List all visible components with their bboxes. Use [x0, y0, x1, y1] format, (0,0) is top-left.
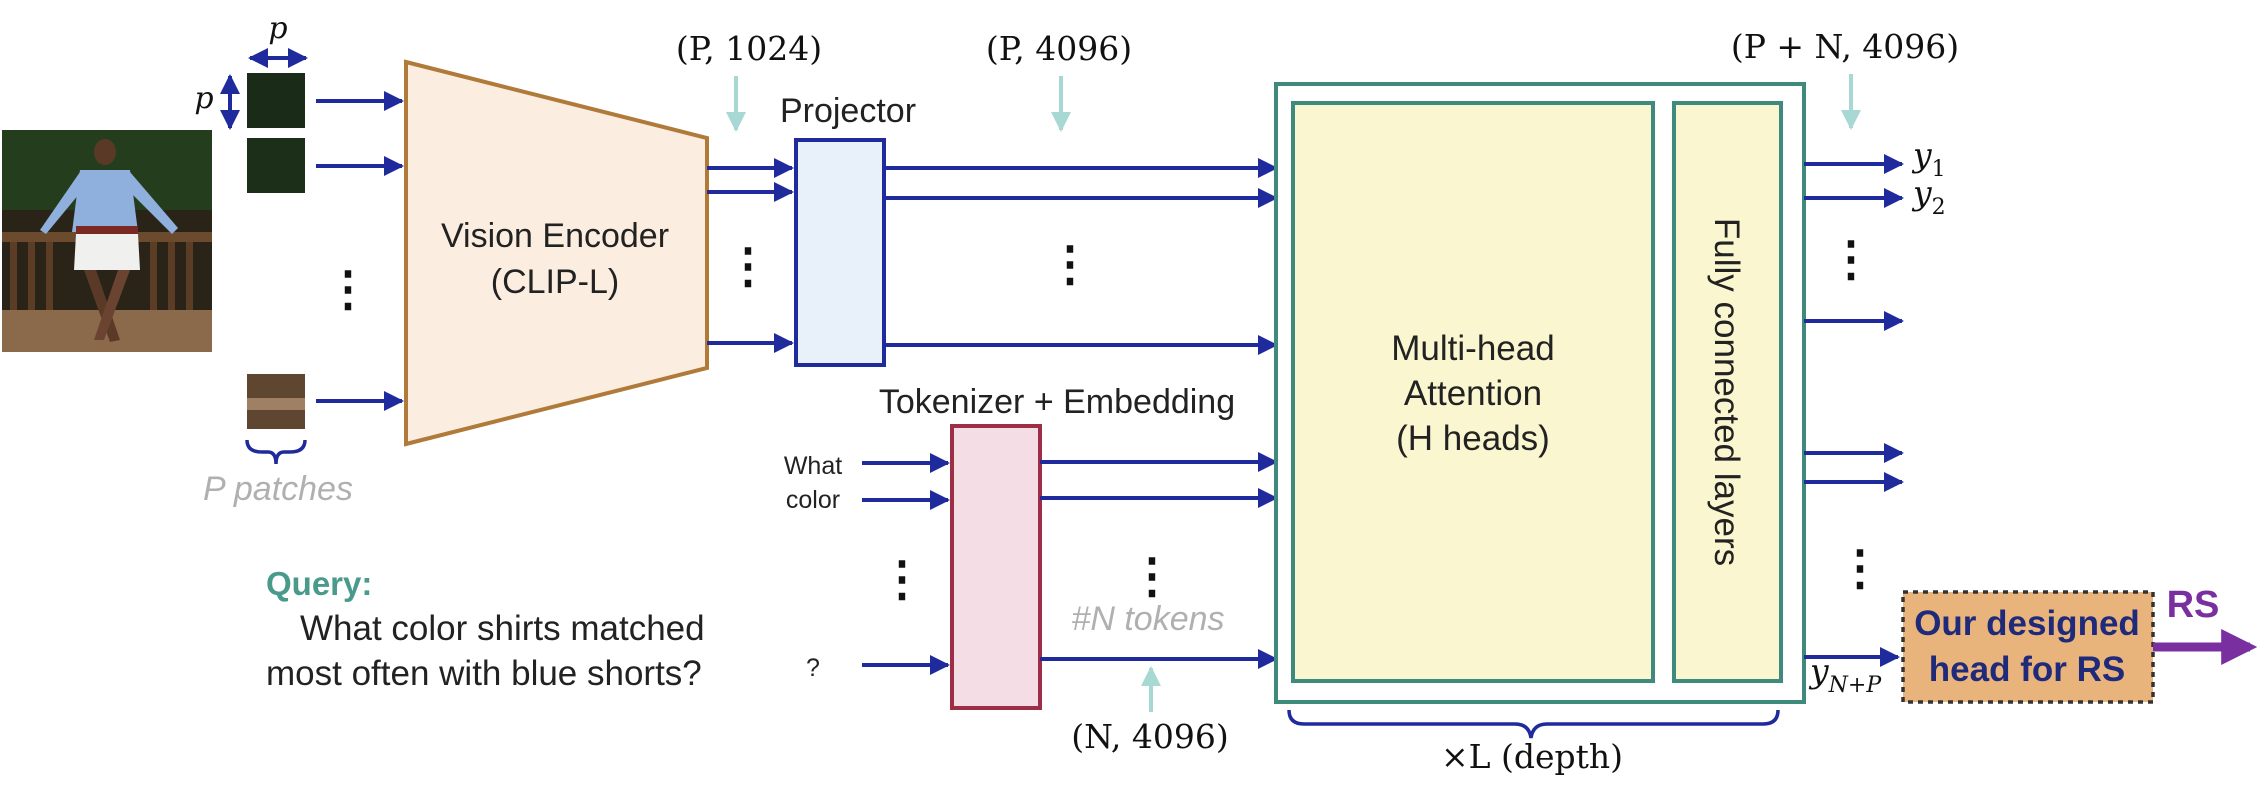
- token-what: What: [784, 452, 842, 480]
- attention-line-2: Attention: [1404, 374, 1542, 413]
- patch-ellipsis: ⋮: [324, 263, 372, 316]
- tokenizer-block: [950, 424, 1042, 710]
- vision-encoder-title: Vision Encoder: [441, 217, 669, 255]
- encoder-to-projector-arrows: [707, 158, 794, 353]
- rs-label: RS: [2167, 584, 2220, 626]
- vision-encoder-subtitle: (CLIP-L): [491, 263, 619, 301]
- image-patch-1: [247, 73, 305, 128]
- patch-size-v-label: p: [194, 81, 213, 116]
- projector-block: [794, 138, 886, 367]
- tokenizer-to-llm-arrows: [1040, 452, 1278, 669]
- image-patch-2: [247, 138, 305, 193]
- dim-n-4096-label: (N, 4096): [1071, 717, 1228, 756]
- output-ellipsis-upper: ⋮: [1827, 233, 1875, 286]
- token-ellipsis: ⋮: [878, 553, 926, 606]
- dim-p-1024-label: (P, 1024): [676, 29, 822, 68]
- rs-head-line-2: head for RS: [1929, 650, 2125, 689]
- p-patches-label: P patches: [203, 470, 353, 508]
- projector-to-llm-arrows: [884, 158, 1278, 355]
- output-y2-label: y2: [1911, 173, 1946, 220]
- query-label: Query:: [266, 565, 372, 602]
- attention-line-3: (H heads): [1396, 419, 1550, 458]
- patch-size-h-label: p: [268, 11, 287, 46]
- patches-brace: [245, 439, 307, 465]
- rs-head-block: [1901, 590, 2155, 704]
- n-tokens-label: #N tokens: [1071, 600, 1224, 638]
- output-y1-label: y1: [1911, 135, 1946, 182]
- query-line-2: most often with blue shorts?: [266, 654, 702, 693]
- dim-pn-4096-label: (P + N, 4096): [1731, 27, 1959, 66]
- output-ynp-label: yN+P: [1808, 651, 1882, 698]
- depth-brace: [1287, 709, 1780, 739]
- fc-layers-block: [1672, 101, 1783, 683]
- attention-line-1: Multi-head: [1391, 329, 1554, 368]
- patch-to-encoder-arrows: [316, 91, 404, 411]
- projector-output-ellipsis: ⋮: [1046, 238, 1094, 291]
- output-ellipsis-lower: ⋮: [1836, 542, 1884, 595]
- tokenizer-title: Tokenizer + Embedding: [879, 383, 1235, 421]
- depth-label: ×L (depth): [1441, 737, 1623, 776]
- input-photo: [2, 130, 212, 352]
- tokens-to-tokenizer-arrows: [862, 453, 950, 675]
- image-patch-last: [247, 374, 305, 429]
- rs-head-line-1: Our designed: [1914, 604, 2140, 643]
- dim-p-4096-label: (P, 4096): [986, 29, 1132, 68]
- token-color: color: [786, 486, 840, 514]
- vision-encoder-block: [404, 59, 709, 447]
- projector-title: Projector: [780, 92, 916, 130]
- fc-layers-label: Fully connected layers: [1707, 218, 1746, 566]
- token-question: ?: [806, 654, 820, 682]
- llm-output-arrows: [1804, 154, 1904, 667]
- attention-block: [1291, 101, 1655, 683]
- llm-block: [1274, 82, 1806, 704]
- tokenizer-output-ellipsis: ⋮: [1128, 550, 1176, 603]
- query-line-1: What color shirts matched: [300, 609, 705, 648]
- encoder-output-ellipsis: ⋮: [724, 240, 772, 293]
